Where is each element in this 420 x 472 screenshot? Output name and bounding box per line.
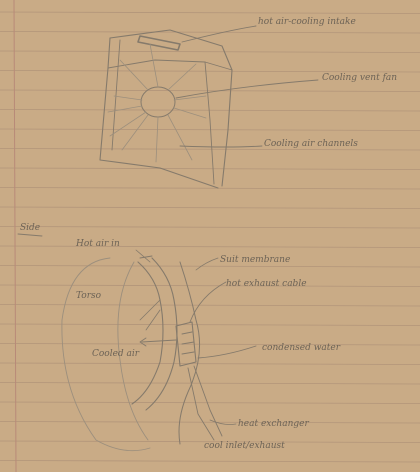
rule-line (0, 305, 420, 307)
rule-line (0, 71, 420, 73)
label-condensed-water: condensed water (262, 343, 341, 353)
rule-line (0, 383, 420, 385)
label-cool-inlet: cool inlet/exhaust (204, 441, 285, 451)
intake-slot (138, 36, 180, 50)
rule-line (0, 227, 420, 229)
rule-line (0, 422, 420, 424)
cooled-air-arrow (140, 338, 176, 346)
label-suit-membrane: Suit membrane (220, 255, 290, 265)
drain-line-1 (194, 366, 222, 436)
label-heat-exchanger: heat exchanger (238, 419, 309, 429)
unit-inner-edge (205, 62, 214, 184)
rule-line (0, 12, 420, 14)
drain-line-2 (188, 368, 214, 440)
leader-hot-air-in (136, 250, 150, 262)
label-hot-air-in: Hot air in (75, 239, 120, 249)
leader-channels (180, 146, 262, 147)
hot-air-tube-right (146, 258, 177, 410)
leader-intake (182, 26, 256, 42)
rule-line (0, 51, 420, 53)
label-hot-exhaust-cable: hot exhaust cable (226, 279, 307, 289)
leader-fan (176, 80, 318, 98)
side-underline (18, 234, 42, 236)
label-cooled-air: Cooled air (92, 349, 140, 359)
airflow-arrows (140, 300, 160, 330)
rule-line (0, 207, 420, 209)
rule-line (0, 285, 420, 287)
leader-membrane (196, 258, 218, 270)
rule-line (0, 32, 420, 34)
rule-line (0, 168, 420, 170)
rule-line (0, 129, 420, 131)
unit-top-edge (110, 30, 232, 70)
label-cooling-vent-fan: Cooling vent fan (322, 73, 397, 83)
exchanger-fins (182, 332, 194, 354)
rule-line (0, 461, 420, 463)
rule-line (0, 344, 420, 346)
label-side: Side (20, 223, 40, 233)
rule-line (0, 324, 420, 326)
label-torso: Torso (76, 291, 102, 301)
label-hot-air-intake: hot air-cooling intake (258, 17, 356, 27)
rule-line (0, 188, 420, 190)
tube-opening (140, 256, 152, 258)
rule-line (0, 363, 420, 365)
label-cooling-air-channels: Cooling air channels (264, 139, 358, 149)
rule-line (0, 90, 420, 92)
rule-line (0, 266, 420, 268)
cooling-unit-sketch (100, 26, 318, 188)
leader-condensed-water (198, 346, 256, 358)
rule-line (0, 246, 420, 248)
unit-inner-top (108, 60, 232, 70)
rule-line (0, 110, 420, 112)
rule-line (0, 402, 420, 404)
vent-fan-icon (141, 87, 175, 117)
